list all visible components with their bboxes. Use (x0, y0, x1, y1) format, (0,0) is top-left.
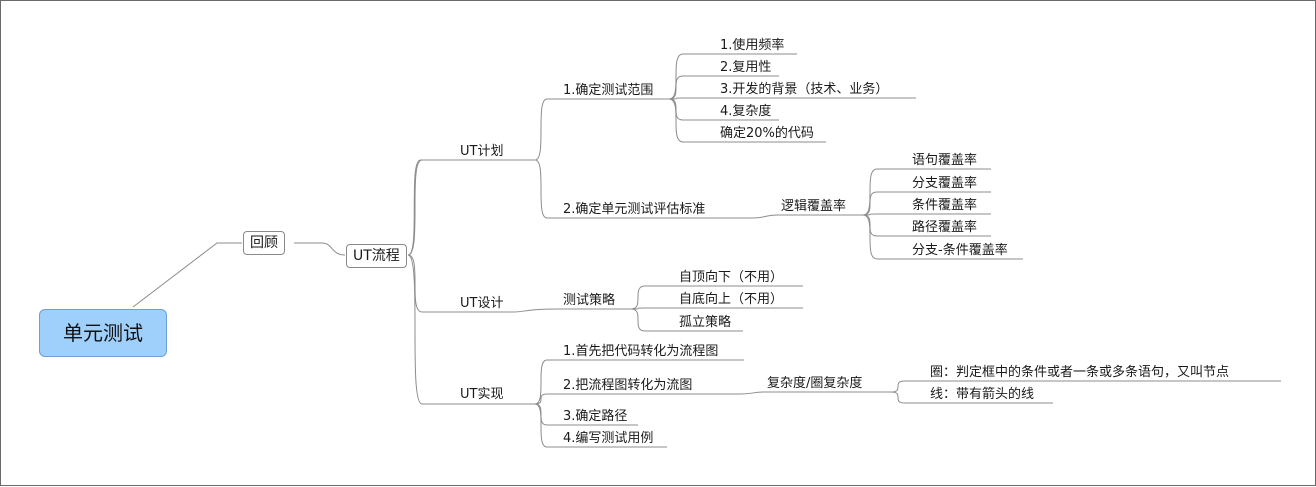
branch-line (407, 159, 433, 256)
topic-ut-plan[interactable]: UT计划 (460, 144, 504, 159)
coverage-item[interactable]: 分支-条件覆盖率 (912, 243, 1008, 258)
strategy-item[interactable]: 自底向上（不用） (679, 292, 784, 307)
branch-line (407, 254, 535, 405)
topic-ut-process[interactable]: UT流程 (346, 244, 407, 268)
branch-line (534, 403, 559, 448)
branch-line (740, 391, 891, 395)
topic-ut-impl[interactable]: UT实现 (460, 387, 504, 402)
range-item[interactable]: 4.复杂度 (720, 104, 772, 119)
branch-line (534, 98, 559, 161)
complexity-item[interactable]: 圈：判定框中的条件或者一条或多条语句，又叫节点 (930, 365, 1230, 380)
branch-line (630, 285, 675, 310)
branch-line (630, 307, 675, 310)
coverage-item[interactable]: 路径覆盖率 (912, 220, 978, 235)
branch-line (534, 393, 559, 405)
impl-step[interactable]: 4.编写测试用例 (563, 431, 654, 446)
impl-step[interactable]: 1.首先把代码转化为流程图 (563, 344, 719, 359)
coverage-item[interactable]: 条件覆盖率 (912, 198, 978, 213)
branch-line (512, 308, 631, 313)
range-item[interactable]: 2.复用性 (720, 60, 772, 75)
root-topic[interactable]: 单元测试 (39, 309, 167, 357)
topic-complexity[interactable]: 复杂度/圈复杂度 (767, 376, 863, 391)
branch-line (534, 159, 559, 219)
topic-ut-design[interactable]: UT设计 (460, 296, 504, 311)
branch-line (534, 403, 559, 426)
coverage-item[interactable]: 分支覆盖率 (912, 176, 978, 191)
branch-line (132, 242, 242, 308)
topic-range[interactable]: 1.确定测试范围 (563, 83, 654, 98)
branch-line (534, 359, 559, 405)
branch-line (890, 391, 926, 404)
branch-line (294, 242, 346, 256)
branch-line (668, 53, 716, 100)
branch-line (862, 214, 908, 260)
branch-line (862, 213, 908, 216)
branch-line (862, 191, 908, 216)
branch-line (890, 380, 926, 393)
range-item[interactable]: 1.使用频率 (720, 38, 785, 53)
topic-review[interactable]: 回顾 (243, 231, 285, 255)
topic-logic-coverage[interactable]: 逻辑覆盖率 (781, 199, 847, 214)
range-item[interactable]: 确定20%的代码 (720, 126, 814, 141)
branch-line (668, 97, 716, 100)
impl-step[interactable]: 2.把流程图转化为流图 (563, 378, 693, 393)
branch-line (668, 75, 716, 100)
branch-line (668, 98, 716, 143)
complexity-item[interactable]: 线：带有箭头的线 (930, 387, 1035, 402)
range-item[interactable]: 3.开发的背景（技术、业务） (720, 82, 889, 97)
strategy-item[interactable]: 孤立策略 (679, 315, 732, 330)
topic-test-strategy[interactable]: 测试策略 (563, 293, 616, 308)
topic-criteria[interactable]: 2.确定单元测试评估标准 (563, 202, 706, 217)
branch-line (862, 168, 908, 216)
strategy-item[interactable]: 自顶向下（不用） (679, 270, 784, 285)
branch-line (407, 159, 531, 256)
impl-step[interactable]: 3.确定路径 (563, 409, 628, 424)
branch-line (630, 308, 675, 332)
coverage-item[interactable]: 语句覆盖率 (912, 153, 978, 168)
branch-line (752, 214, 863, 219)
